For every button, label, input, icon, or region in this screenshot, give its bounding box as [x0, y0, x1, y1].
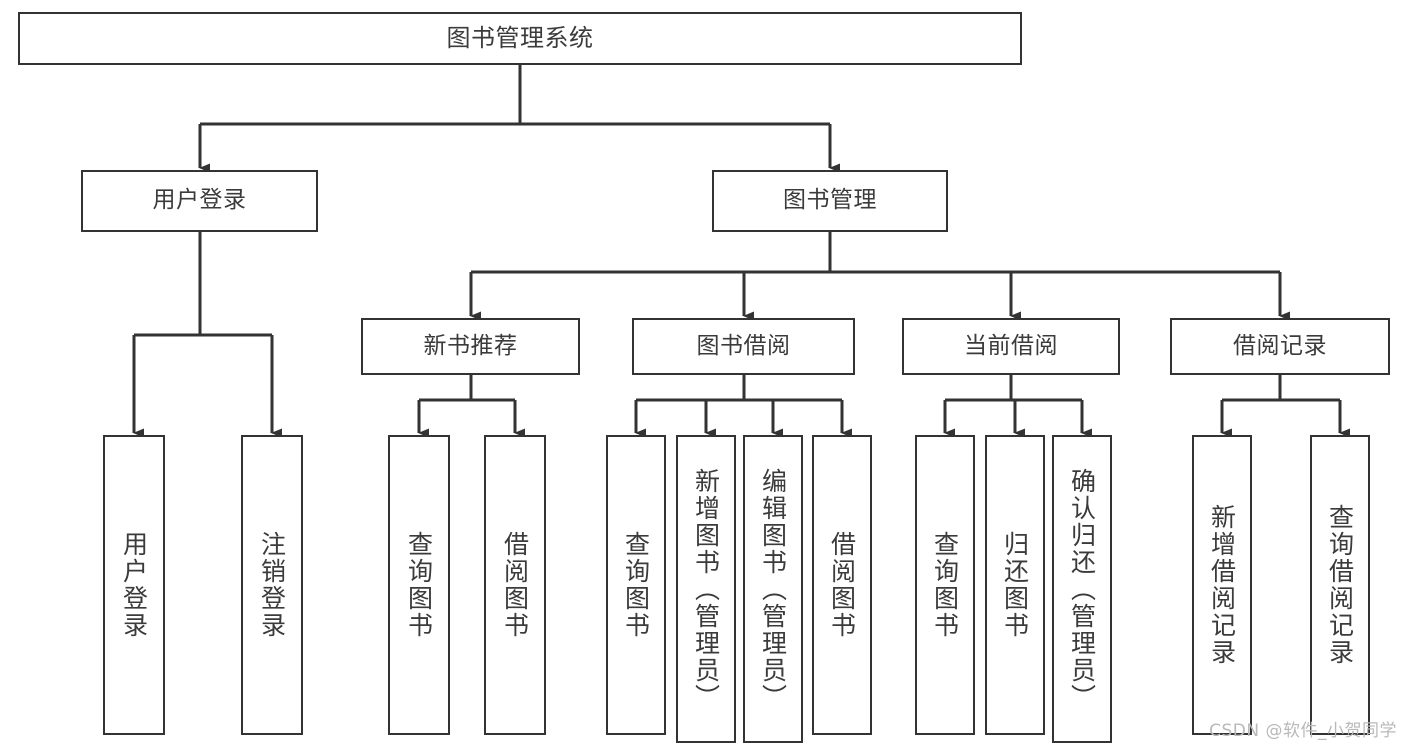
- node-label: 新增借阅记录: [1207, 504, 1237, 666]
- node-label: 用户登录: [119, 531, 149, 639]
- node-leaf3[interactable]: 查询图书: [388, 435, 450, 735]
- node-leaf4[interactable]: 借阅图书: [484, 435, 546, 735]
- node-label: 图书管理: [783, 187, 877, 214]
- node-leaf7[interactable]: 编辑图书（管理员）: [743, 435, 803, 743]
- node-label: 图书管理系统: [446, 24, 594, 53]
- node-label: 确认归还（管理员）: [1067, 467, 1097, 711]
- node-newbook[interactable]: 新书推荐: [361, 318, 580, 375]
- node-label: 归还图书: [1000, 531, 1030, 639]
- node-leaf10[interactable]: 归还图书: [985, 435, 1045, 735]
- node-leaf13[interactable]: 查询借阅记录: [1310, 435, 1370, 735]
- node-login[interactable]: 用户登录: [81, 170, 318, 232]
- node-label: 查询借阅记录: [1325, 504, 1355, 666]
- node-label: 用户登录: [152, 187, 247, 214]
- node-label: 新增图书（管理员）: [691, 467, 721, 711]
- node-bookmgmt[interactable]: 图书管理: [712, 170, 948, 232]
- node-leaf6[interactable]: 新增图书（管理员）: [676, 435, 736, 743]
- node-leaf8[interactable]: 借阅图书: [812, 435, 872, 735]
- node-leaf2[interactable]: 注销登录: [241, 435, 303, 735]
- node-records[interactable]: 借阅记录: [1170, 318, 1390, 375]
- node-leaf11[interactable]: 确认归还（管理员）: [1052, 435, 1112, 743]
- node-leaf12[interactable]: 新增借阅记录: [1192, 435, 1252, 735]
- node-label: 借阅图书: [827, 531, 857, 639]
- node-leaf9[interactable]: 查询图书: [915, 435, 975, 735]
- node-borrow[interactable]: 图书借阅: [632, 318, 855, 375]
- node-label: 查询图书: [930, 531, 960, 639]
- node-label: 图书借阅: [696, 332, 791, 359]
- node-label: 借阅图书: [500, 531, 530, 639]
- node-leaf1[interactable]: 用户登录: [103, 435, 165, 735]
- node-label: 借阅记录: [1233, 332, 1327, 359]
- node-label: 新书推荐: [423, 332, 518, 359]
- node-root[interactable]: 图书管理系统: [18, 12, 1022, 65]
- node-label: 编辑图书（管理员）: [758, 467, 788, 711]
- watermark: CSDN @软件_小贺同学: [1209, 721, 1397, 741]
- node-leaf5[interactable]: 查询图书: [606, 435, 666, 735]
- node-label: 查询图书: [404, 531, 434, 639]
- node-label: 查询图书: [621, 531, 651, 639]
- node-label: 当前借阅: [964, 332, 1058, 359]
- node-current[interactable]: 当前借阅: [902, 318, 1120, 375]
- node-label: 注销登录: [257, 531, 287, 639]
